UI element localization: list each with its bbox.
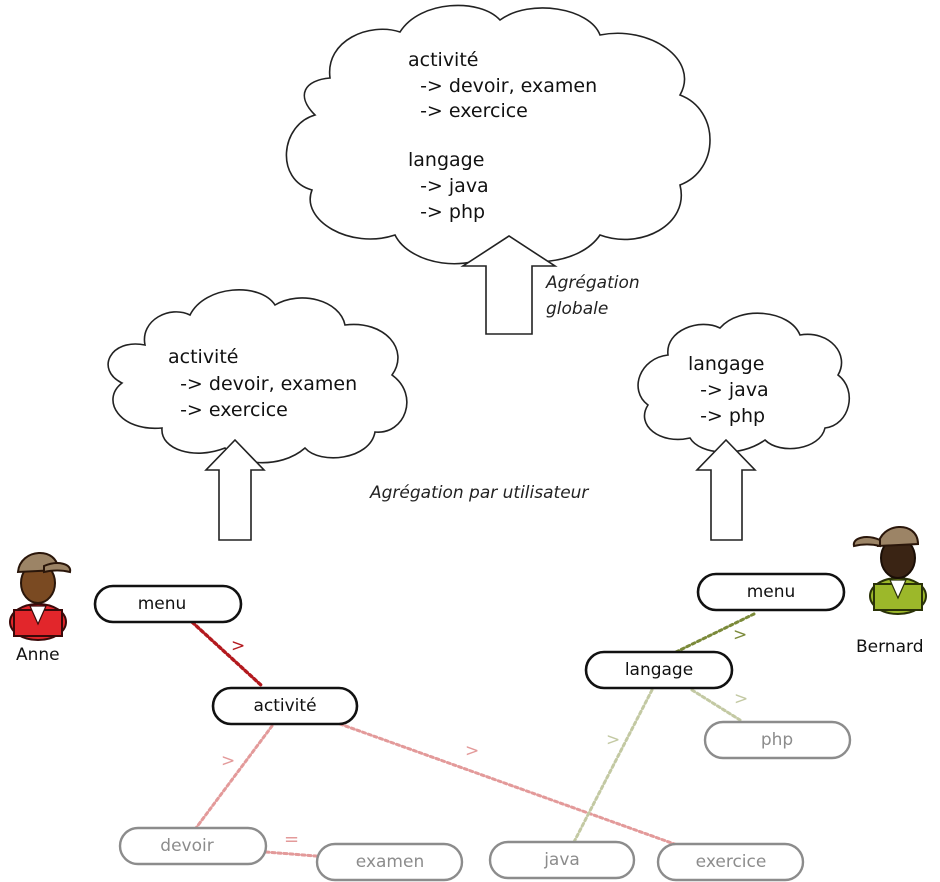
node-exercice-label: exercice [696,852,767,872]
global-aggregation-caption-line-1: Agrégation [545,273,640,293]
node-exercice: exercice [656,842,805,882]
edge-langage-bernard-menu [674,612,756,654]
node-php: php [703,720,852,760]
node-anne-menu-box [93,584,243,624]
edge-label-langage-java: > [606,730,620,750]
node-exercice-box [656,842,805,882]
edge-label-langage-php: > [734,689,748,709]
edge-devoir-examen [264,850,318,858]
global-cloud-shape [285,4,711,265]
node-langage: langage [584,650,734,690]
per-user-aggregation-caption: Agrégation par utilisateur [369,483,589,503]
node-devoir: devoir [118,826,268,866]
node-activite-label: activité [253,696,316,716]
global-aggregation-caption-line-2: globale [546,299,608,319]
anne-cloud-line-2: -> devoir, examen [168,373,357,395]
node-langage-label: langage [625,660,693,680]
node-langage-box [584,650,734,690]
node-devoir-box [118,826,268,866]
node-examen-box [315,842,464,882]
node-java-box [488,840,636,880]
anne-aggregation-arrow [204,438,266,541]
node-bernard-menu: menu [696,572,846,612]
node-examen-label: examen [356,852,424,872]
global-cloud-line-2: -> devoir, examen [408,75,597,97]
bernard-cloud-line-1: langage [688,353,764,375]
bernard-cloud-line-2: -> java [688,379,769,401]
node-php-label: php [761,730,793,750]
edge-activite-exercice [338,722,682,848]
node-java: java [488,840,636,880]
bernard-user-icon [852,526,927,615]
bernard-cloud-shape [637,312,851,453]
global-cloud-line-6: -> java [408,175,489,197]
edge-label-anne-menu-activite: > [231,636,245,656]
bernard-cloud: langage -> java -> php [637,312,851,453]
edge-label-activite-devoir: > [221,751,235,771]
bernard-label: Bernard [856,637,924,657]
anne-cloud-line-1: activité [168,346,238,368]
bernard-cloud-line-3: -> php [688,405,765,427]
node-examen: examen [315,842,464,882]
edges [190,612,756,858]
anne-cloud: activité -> devoir, examen -> exercice [107,289,408,464]
edge-anne-menu-activite [190,620,264,688]
node-java-label: java [543,850,580,870]
node-anne-menu: menu [93,584,243,624]
node-bernard-menu-label: menu [747,582,796,602]
global-aggregation-arrow [460,235,558,335]
global-cloud-line-3: -> exercice [408,100,528,122]
edge-label-activite-exercice: > [465,741,479,761]
anne-label: Anne [16,645,60,665]
anne-user-icon [9,552,72,641]
node-php-box [703,720,852,760]
node-devoir-label: devoir [160,836,213,856]
global-cloud-line-5: langage [408,149,484,171]
edge-activite-devoir [194,724,274,830]
global-cloud: activité -> devoir, examen -> exercice l… [285,4,711,265]
edge-langage-php [690,688,742,722]
node-bernard-menu-box [696,572,846,612]
edge-label-devoir-examen: = [284,829,299,850]
edge-label-langage-bernard-menu: > [733,625,747,645]
node-anne-menu-label: menu [138,594,187,614]
anne-cloud-line-3: -> exercice [168,399,288,421]
global-cloud-line-7: -> php [408,201,485,223]
node-activite: activité [211,686,359,726]
node-activite-box [211,686,359,726]
global-cloud-line-1: activité [408,49,478,71]
edge-langage-java [572,688,654,844]
bernard-aggregation-arrow [695,438,757,541]
anne-cloud-shape [107,289,408,464]
